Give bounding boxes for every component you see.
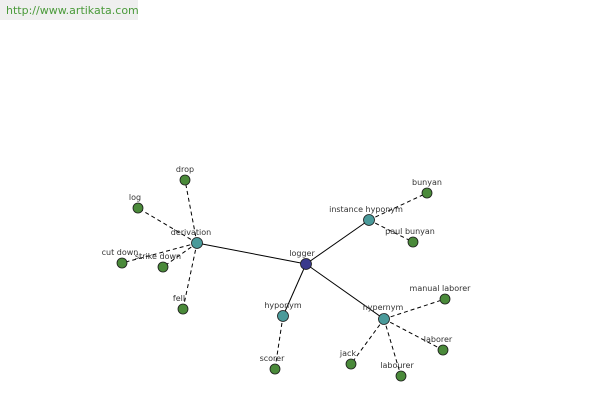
- edge-hypernym-manual_laborer: [383, 298, 446, 320]
- edge-derivation-fell: [182, 242, 198, 310]
- url-bar: http://www.artikata.com: [0, 0, 139, 20]
- edge-layer: [121, 179, 446, 377]
- edge-hypernym-jack: [350, 318, 385, 365]
- node-strike_down[interactable]: [157, 261, 169, 273]
- node-drop[interactable]: [179, 174, 191, 186]
- node-label-logger: logger: [289, 249, 315, 258]
- edge-hyponym-scorer: [274, 315, 284, 370]
- node-laborer[interactable]: [437, 344, 449, 356]
- node-labourer[interactable]: [395, 370, 407, 382]
- node-derivation[interactable]: [191, 237, 203, 249]
- edge-instance_hyponym-bunyan: [368, 192, 428, 221]
- node-label-instance_hyponym: instance hyponym: [329, 205, 403, 214]
- source-url-link[interactable]: http://www.artikata.com: [6, 4, 139, 17]
- node-label-bunyan: bunyan: [412, 178, 442, 187]
- node-instance_hyponym[interactable]: [363, 214, 375, 226]
- edge-derivation-log: [137, 207, 198, 244]
- node-label-labourer: labourer: [380, 361, 414, 370]
- edge-logger-derivation: [196, 242, 307, 265]
- edge-hypernym-labourer: [383, 318, 402, 377]
- edge-instance_hyponym-paul_bunyan: [368, 219, 414, 243]
- node-label-derivation: derivation: [171, 228, 211, 237]
- node-hyponym[interactable]: [277, 310, 289, 322]
- node-label-paul_bunyan: paul bunyan: [385, 227, 435, 236]
- node-label-drop: drop: [176, 165, 194, 174]
- node-paul_bunyan[interactable]: [407, 236, 419, 248]
- node-hypernym[interactable]: [378, 313, 390, 325]
- node-label-hyponym: hyponym: [264, 301, 302, 310]
- node-scorer[interactable]: [269, 363, 281, 375]
- node-label-scorer: scorer: [260, 354, 285, 363]
- node-label-manual_laborer: manual laborer: [410, 284, 472, 293]
- edge-logger-instance_hyponym: [305, 219, 370, 265]
- node-jack[interactable]: [345, 358, 357, 370]
- node-manual_laborer[interactable]: [439, 293, 451, 305]
- node-cut_down[interactable]: [116, 257, 128, 269]
- node-bunyan[interactable]: [421, 187, 433, 199]
- node-label-strike_down: strike down: [135, 252, 181, 261]
- node-logger[interactable]: [300, 258, 312, 270]
- node-log[interactable]: [132, 202, 144, 214]
- edge-derivation-drop: [184, 179, 198, 244]
- node-label-cut_down: cut down: [102, 248, 139, 257]
- node-label-laborer: laborer: [424, 335, 453, 344]
- edge-logger-hypernym: [305, 263, 385, 320]
- label-layer: logger derivation instance hyponym hyponym h…: [102, 165, 472, 370]
- edge-derivation-cut_down: [121, 242, 198, 264]
- node-layer: [116, 174, 451, 382]
- edge-logger-hyponym: [282, 263, 307, 317]
- node-fell[interactable]: [177, 303, 189, 315]
- node-label-jack: jack: [339, 349, 357, 358]
- node-label-log: log: [129, 193, 141, 202]
- node-label-hypernym: hypernym: [363, 303, 404, 312]
- node-label-fell: fell: [173, 294, 185, 303]
